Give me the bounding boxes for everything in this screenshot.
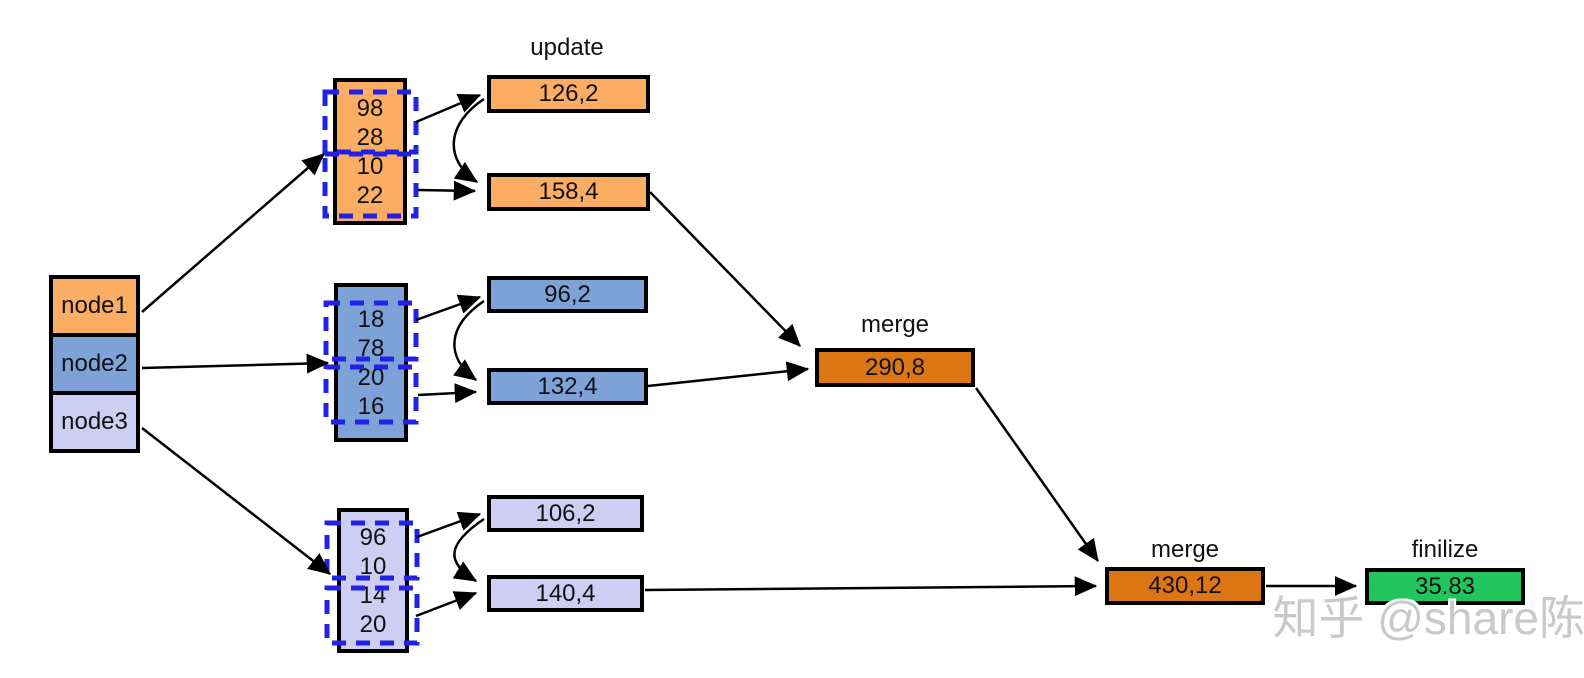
group3-value-4: 20 [359, 610, 387, 638]
update-result-158-4-value: 158,4 [538, 178, 599, 205]
update-stage-label: update [530, 34, 604, 61]
watermark-text: 知乎 @share陈 [1272, 592, 1584, 644]
update-result-140-4-value: 140,4 [535, 579, 596, 607]
node1-label: node1 [61, 292, 128, 319]
edge-update-158-4-to-merge-290-8 [649, 191, 801, 347]
group3-data-box: 96 10 14 20 [337, 508, 409, 653]
edge-update-140-4-to-merge-430-12 [644, 576, 1098, 597]
edge-group3-batch2-to-update-140-4 [415, 591, 478, 618]
finilize-result-value: 35.83 [1414, 572, 1476, 600]
edge-group2-batch1-to-update-96-2 [415, 294, 482, 322]
node3-label: node3 [61, 408, 128, 435]
group1-value-3: 10 [356, 152, 384, 180]
edge-group1-batch1-to-update-126-2 [415, 93, 482, 124]
edge-node1-to-group1 [141, 153, 325, 313]
group2-value-4: 16 [357, 392, 385, 420]
update-result-96-2-value: 96,2 [544, 280, 591, 308]
update-result-132-4: 132,4 [487, 368, 648, 405]
group3-value-2: 10 [359, 552, 387, 580]
finilize-result-35-83: 35.83 [1365, 568, 1525, 605]
group2-value-1: 18 [357, 305, 385, 333]
group2-value-2: 78 [357, 334, 385, 362]
node3-box: node3 [49, 391, 140, 453]
update-result-126-2: 126,2 [487, 75, 650, 113]
edge-node3-to-group3 [141, 427, 331, 575]
node2-label: node2 [61, 350, 128, 377]
update-result-140-4: 140,4 [487, 575, 644, 612]
group1-value-2: 28 [356, 123, 384, 151]
edge-update-132-4-to-merge-290-8 [647, 361, 810, 388]
group1-value-1: 98 [356, 94, 384, 122]
merge1-stage-label: merge [860, 311, 930, 338]
group1-data-box: 98 28 10 22 [333, 78, 407, 225]
group2-value-3: 20 [357, 363, 385, 391]
group3-value-3: 14 [359, 581, 387, 609]
edge-update-126-2-to-update-158-4 [452, 97, 485, 184]
edge-merge-290-8-to-merge-430-12 [974, 387, 1100, 563]
group2-data-box: 18 78 20 16 [334, 283, 408, 442]
update-result-106-2: 106,2 [487, 495, 644, 532]
node2-box: node2 [49, 333, 140, 395]
edge-group3-batch1-to-update-106-2 [416, 511, 482, 539]
node-stack: node1 node2 node3 [49, 275, 140, 453]
edge-node2-to-group2 [141, 353, 330, 374]
merge-result-430-12-value: 430,12 [1148, 572, 1222, 599]
node1-box: node1 [49, 275, 140, 337]
finilize-stage-label: finilize [1411, 536, 1479, 563]
merge-result-430-12: 430,12 [1105, 567, 1265, 605]
merge-result-290-8: 290,8 [815, 348, 975, 387]
edge-update-96-2-to-update-132-4 [452, 299, 485, 382]
merge2-stage-label: merge [1150, 536, 1220, 563]
update-result-126-2-value: 126,2 [538, 80, 599, 107]
update-result-158-4: 158,4 [487, 173, 650, 211]
edge-update-106-2-to-update-140-4 [452, 517, 485, 583]
update-result-96-2: 96,2 [487, 276, 648, 313]
group1-value-4: 22 [356, 181, 384, 209]
merge-result-290-8-value: 290,8 [864, 353, 926, 381]
edge-group2-batch2-to-update-132-4 [417, 383, 478, 404]
group3-value-1: 96 [359, 523, 387, 551]
edge-group1-batch2-to-update-158-4 [417, 180, 477, 201]
update-result-132-4-value: 132,4 [537, 372, 598, 400]
update-result-106-2-value: 106,2 [535, 499, 596, 527]
